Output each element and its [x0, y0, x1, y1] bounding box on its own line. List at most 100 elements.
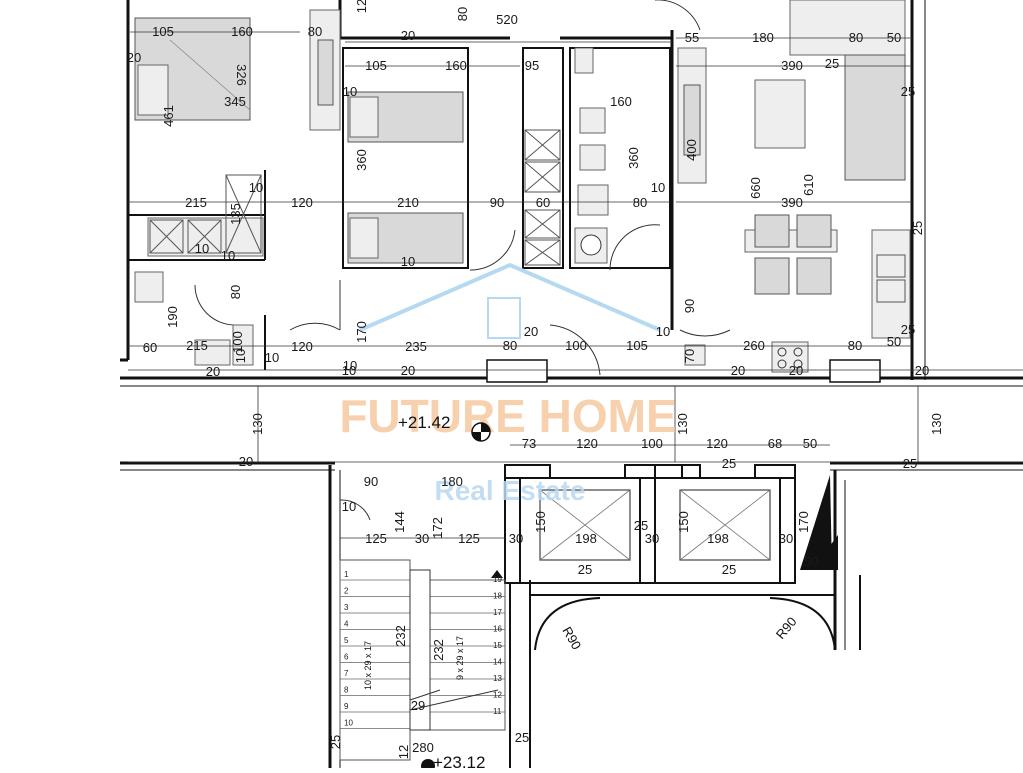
stair-number: 13 — [493, 674, 502, 683]
dimension-label: 125 — [365, 531, 387, 546]
dimension-label: 30 — [645, 531, 659, 546]
dimension-label: 73 — [522, 436, 536, 451]
stair-number: 9 — [344, 702, 349, 711]
dimension-label: 150 — [533, 511, 548, 533]
dimension-label: 326 — [234, 64, 249, 86]
stair-number: 3 — [344, 603, 349, 612]
dimension-label: 10 — [195, 241, 209, 256]
dimension-label: 60 — [143, 340, 157, 355]
dimension-label: 80 — [455, 7, 470, 21]
arcs — [534, 597, 836, 651]
level-markers: +21.42 +23.12 — [398, 413, 491, 773]
dimension-label: 100 — [230, 331, 245, 353]
staircase — [339, 559, 506, 761]
dimension-label: 10 — [343, 84, 357, 99]
dimension-label: 100 — [641, 436, 663, 451]
dimension-label: 25 — [825, 56, 839, 71]
stair-number: 14 — [493, 658, 502, 667]
dimension-label: 25 — [578, 562, 592, 577]
dimension-label: 345 — [224, 94, 246, 109]
dimension-label: 235 — [405, 339, 427, 354]
stair-number: 18 — [493, 592, 502, 601]
stair-number: 19 — [493, 575, 502, 584]
dimension-label: 520 — [496, 12, 518, 27]
watermark-grid-icon — [487, 297, 521, 339]
dimension-label: 20 — [401, 28, 415, 43]
dimension-label: 160 — [610, 94, 632, 109]
dimension-label: 25 — [634, 518, 648, 533]
dimension-label: 144 — [392, 511, 407, 533]
dimension-label: 10 — [651, 180, 665, 195]
dimension-label: 70 — [682, 349, 697, 363]
dimension-label: 215 — [185, 195, 207, 210]
dimension-label: 50 — [804, 554, 818, 569]
dimension-label: 10 — [342, 363, 356, 378]
dimension-label: 20 — [731, 363, 745, 378]
dimension-label: 10 — [656, 324, 670, 339]
dimension-label: 105 — [626, 338, 648, 353]
dimension-label: 232 — [431, 639, 446, 661]
dimension-label: 10 — [221, 248, 235, 263]
dimension-label: 25 — [328, 735, 343, 749]
dimension-label: 55 — [685, 30, 699, 45]
dimension-label: 80 — [849, 30, 863, 45]
dimension-label: 50 — [887, 30, 901, 45]
dimension-label: 10 — [233, 349, 248, 363]
dimension-label: 20 — [401, 363, 415, 378]
dimension-label: 68 — [768, 436, 782, 451]
stair-number: 16 — [493, 625, 502, 634]
doors — [194, 0, 731, 521]
dimension-label: 125 — [458, 531, 480, 546]
level-corridor: +21.42 — [398, 413, 450, 432]
dimension-label: 130 — [929, 413, 944, 435]
dimension-label: 198 — [575, 531, 597, 546]
dimension-label: 180 — [441, 474, 463, 489]
dimension-label: 29 — [411, 698, 425, 713]
dimension-label: 190 — [165, 306, 180, 328]
stair-number: 15 — [493, 641, 502, 650]
level-stair: +23.12 — [433, 753, 485, 768]
dimension-label: 60 — [536, 195, 550, 210]
elevator-shafts — [504, 464, 838, 584]
dimension-label: 130 — [675, 413, 690, 435]
dimension-label: 180 — [752, 30, 774, 45]
dimension-label: 10 — [401, 254, 415, 269]
dimension-label: 12 — [354, 0, 369, 13]
watermark: FUTURE HOME Real Estate — [339, 262, 677, 506]
dimension-label: 390 — [781, 195, 803, 210]
dimension-label: 120 — [291, 339, 313, 354]
dimension-label: 25 — [903, 456, 917, 471]
dimension-label: 90 — [364, 474, 378, 489]
dimension-label: 105 — [365, 58, 387, 73]
dimension-label: 10 — [265, 350, 279, 365]
dimension-label: 172 — [430, 517, 445, 539]
dimension-label: 360 — [626, 147, 641, 169]
dimension-label: 12 — [396, 745, 411, 759]
dimension-label: 150 — [676, 511, 691, 533]
dimension-label: 400 — [684, 139, 699, 161]
dimension-label: 170 — [796, 511, 811, 533]
stair-number: 5 — [344, 636, 349, 645]
stair-label-right: 9 x 29 x 17 — [455, 636, 465, 680]
dimension-label: 30 — [415, 531, 429, 546]
dimension-label: 95 — [525, 58, 539, 73]
dimension-label: 120 — [706, 436, 728, 451]
dimension-label: 25 — [515, 730, 529, 745]
dimension-label: 130 — [250, 413, 265, 435]
dimension-label: 25 — [910, 221, 925, 235]
dimension-label: 260 — [743, 338, 765, 353]
stair-number: 8 — [344, 686, 349, 695]
dimension-label: 105 — [152, 24, 174, 39]
dimension-label: 135 — [228, 203, 243, 225]
stair-number: 7 — [344, 669, 349, 678]
dimension-label: 461 — [161, 105, 176, 127]
dimension-label: 90 — [682, 299, 697, 313]
stair-number: 4 — [344, 620, 349, 629]
stair-number: 10 — [344, 719, 353, 728]
dimension-label: 25 — [901, 322, 915, 337]
dimension-label: 360 — [354, 149, 369, 171]
dimension-label: 25 — [901, 84, 915, 99]
